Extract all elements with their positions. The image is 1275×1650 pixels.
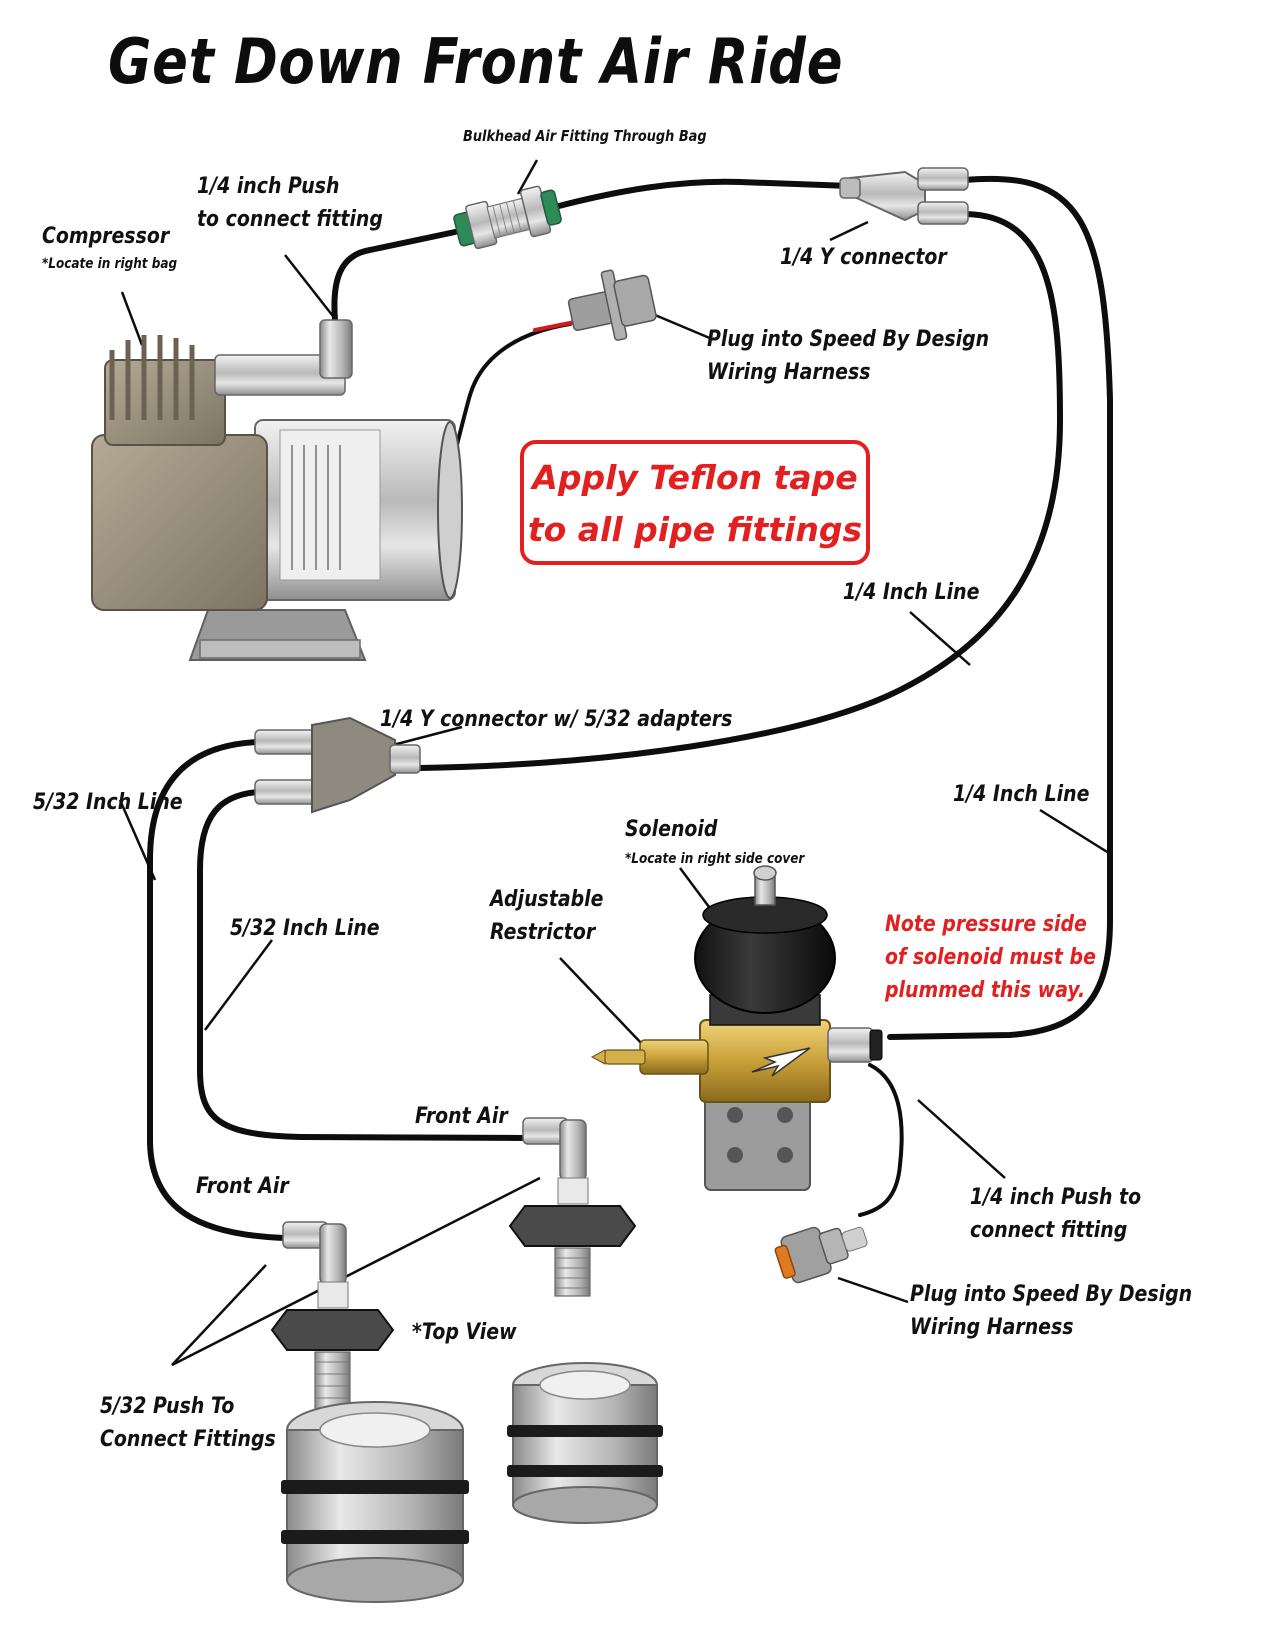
label-front-air-left: Front Air — [196, 1174, 289, 1199]
teflon-notice-box: Apply Teflon tape to all pipe fittings — [520, 440, 870, 565]
label-solenoid-note: *Locate in right side cover — [625, 851, 805, 867]
line-compressor-to-bulkhead — [331, 229, 458, 323]
label-plug-bottom-1: Plug into Speed By Design — [910, 1282, 1193, 1307]
solenoid-valve-icon — [590, 865, 883, 1191]
pointer-line-quarter-a — [909, 611, 971, 666]
pointer-push-532-b — [171, 1176, 541, 1367]
label-plug-top-2: Wiring Harness — [707, 360, 871, 385]
label-pressure-note-3: plummed this way. — [885, 978, 1086, 1003]
label-push-532-2: Connect Fittings — [100, 1427, 276, 1452]
label-y-connector-adapters: 1/4 Y connector w/ 5/32 adapters — [380, 707, 733, 732]
label-plug-bottom-2: Wiring Harness — [910, 1315, 1074, 1340]
line-y-to-right-loop — [887, 175, 1113, 1040]
label-plug-top-1: Plug into Speed By Design — [707, 327, 990, 352]
pointer-line-532-inner — [203, 939, 274, 1031]
label-pressure-note-2: of solenoid must be — [885, 945, 1096, 970]
line-532-inner — [197, 789, 528, 1141]
wire-compressor-harness-red — [533, 320, 577, 332]
teflon-notice-line-2: to all pipe fittings — [527, 510, 863, 549]
label-restrictor-2: Restrictor — [490, 920, 596, 945]
pointer-y-adapters — [392, 725, 463, 747]
electrical-connector-top-icon — [567, 269, 657, 341]
pointer-plug-top — [654, 313, 713, 341]
wire-solenoid-harness — [858, 1063, 904, 1217]
label-front-air-right: Front Air — [415, 1104, 508, 1129]
pointer-compressor — [120, 291, 144, 346]
y-connector-top-icon — [839, 167, 969, 225]
label-line-quarter-b: 1/4 Inch Line — [953, 782, 1090, 807]
pointer-bulkhead — [516, 159, 539, 195]
pointer-line-532-left — [118, 799, 157, 881]
page-title: Get Down Front Air Ride — [108, 25, 844, 98]
air-bag-right-icon — [507, 1117, 663, 1524]
label-compressor: Compressor — [42, 224, 170, 249]
label-restrictor-1: Adjustable — [490, 887, 604, 912]
pointer-y-connector-top — [829, 220, 869, 242]
pointer-restrictor — [559, 957, 644, 1046]
air-lines — [147, 175, 1113, 1241]
air-bag-left-icon — [270, 1221, 469, 1603]
line-532-outer — [147, 739, 288, 1241]
label-push-fitting-top-1: 1/4 inch Push — [197, 174, 340, 199]
pointer-push-532-a — [171, 1264, 267, 1366]
line-bulkhead-to-y — [552, 178, 853, 210]
label-pressure-note-1: Note pressure side — [885, 912, 1087, 937]
pointer-line-quarter-b — [1039, 808, 1113, 857]
electrical-connector-bottom-icon — [774, 1226, 868, 1284]
pointer-lines — [118, 159, 1113, 1367]
label-top-view: *Top View — [412, 1320, 517, 1345]
y-connector-adapters-icon — [254, 716, 421, 814]
compressor-icon — [91, 319, 463, 661]
label-compressor-note: *Locate in right bag — [42, 256, 178, 272]
pointer-plug-bottom — [837, 1276, 909, 1304]
label-push-fitting-top-2: to connect fitting — [197, 207, 383, 232]
label-line-532-left: 5/32 Inch Line — [33, 790, 183, 815]
label-push-fitting-bottom-2: connect fitting — [970, 1218, 1128, 1243]
label-line-quarter-a: 1/4 Inch Line — [843, 580, 980, 605]
bulkhead-fitting-icon — [453, 185, 562, 250]
line-y-to-left-loop — [417, 211, 1063, 771]
pointer-push-fitting-top — [284, 254, 337, 321]
teflon-notice-line-1: Apply Teflon tape — [532, 458, 858, 497]
label-bulkhead-fitting: Bulkhead Air Fitting Through Bag — [463, 127, 707, 145]
label-solenoid: Solenoid — [625, 817, 718, 842]
pointer-push-fitting-bottom — [917, 1099, 1006, 1179]
label-push-fitting-bottom-1: 1/4 inch Push to — [970, 1185, 1142, 1210]
label-push-532-1: 5/32 Push To — [100, 1394, 235, 1419]
label-y-connector-top: 1/4 Y connector — [780, 245, 947, 270]
label-line-532-inner: 5/32 Inch Line — [230, 916, 380, 941]
